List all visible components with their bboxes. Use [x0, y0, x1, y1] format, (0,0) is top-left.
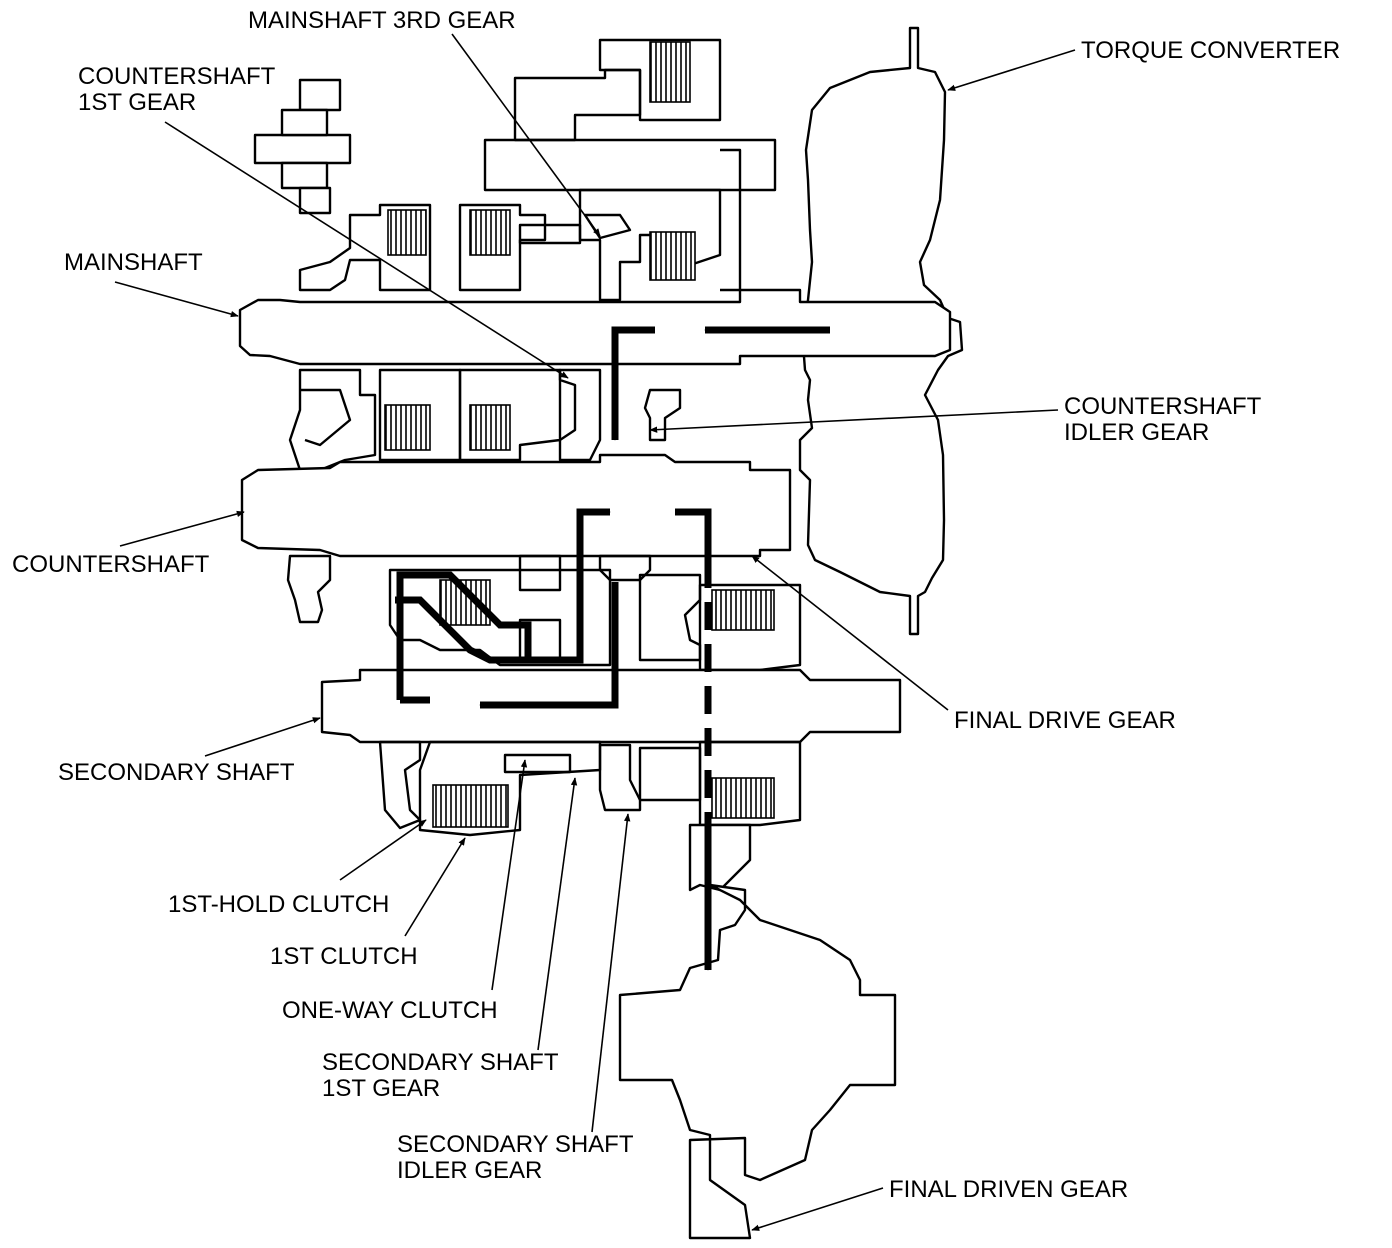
label-countershaft-idler-gear-line1: COUNTERSHAFT — [1064, 393, 1262, 420]
countershaft-body — [240, 453, 792, 558]
leader-lines — [114, 33, 1076, 1231]
secondary-shaft-assembly — [320, 668, 902, 837]
label-countershaft-1st-gear-line2: 1ST GEAR — [78, 89, 196, 116]
label-torque-converter: TORQUE CONVERTER — [1081, 37, 1340, 64]
countershaft-assembly — [240, 453, 792, 624]
differential-final-driven-gear — [618, 823, 897, 1240]
label-1st-clutch: 1ST CLUTCH — [270, 943, 418, 970]
label-final-drive-gear: FINAL DRIVE GEAR — [954, 707, 1176, 734]
label-secondary-shaft-1st-gear-line1: SECONDARY SHAFT — [322, 1049, 559, 1076]
label-countershaft-1st-gear-line1: COUNTERSHAFT — [78, 63, 276, 90]
label-countershaft-idler-gear-line2: IDLER GEAR — [1064, 419, 1209, 446]
label-secondary-shaft-idler-gear-line1: SECONDARY SHAFT — [397, 1131, 634, 1158]
label-mainshaft: MAINSHAFT — [64, 249, 203, 276]
label-1st-hold-clutch: 1ST-HOLD CLUTCH — [168, 891, 389, 918]
label-countershaft: COUNTERSHAFT — [12, 551, 210, 578]
clutch-assembly — [388, 568, 802, 672]
label-secondary-shaft-idler-gear-line2: IDLER GEAR — [397, 1157, 542, 1184]
label-final-driven-gear: FINAL DRIVEN GEAR — [889, 1176, 1128, 1203]
mainshaft-assembly — [238, 38, 952, 472]
mainshaft-body — [238, 288, 952, 366]
label-secondary-shaft: SECONDARY SHAFT — [58, 759, 295, 786]
label-one-way-clutch: ONE-WAY CLUTCH — [282, 997, 498, 1024]
callout-labels: MAINSHAFT 3RD GEAR TORQUE CONVERTER COUN… — [12, 7, 1340, 1203]
label-mainshaft-3rd-gear: MAINSHAFT 3RD GEAR — [248, 7, 516, 34]
power-flow-path — [395, 326, 830, 971]
label-secondary-shaft-1st-gear-line2: 1ST GEAR — [322, 1075, 440, 1102]
